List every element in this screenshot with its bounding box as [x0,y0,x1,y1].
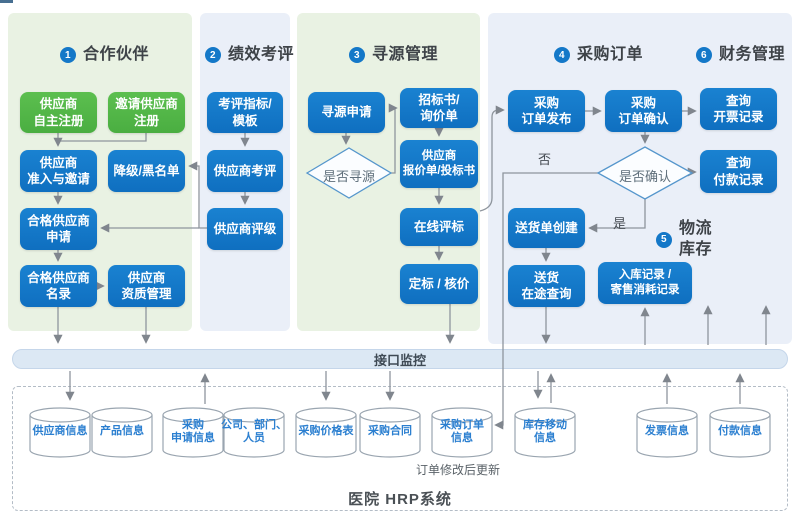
db-label-org-people: 公司、部门、 人员 [221,419,287,445]
interface-monitor-bar: 接口监控 [12,349,788,369]
db-label-stock-move: 库存移动 信息 [523,419,567,445]
box-invite-supplier-register: 邀请供应商 注册 [108,92,185,133]
branch-label-yes: 是 [613,216,627,231]
box-supplier-review: 供应商考评 [207,150,283,192]
section-4-badge: 4 [554,47,570,64]
section-5-badge: 5 [656,231,672,248]
section-2-badge: 2 [205,47,221,64]
box-supplier-qualification: 供应商 资质管理 [108,265,185,307]
box-delivery-note-create: 送货单创建 [508,208,585,248]
box-supplier-self-register: 供应商 自主注册 [20,92,97,133]
box-supplier-access: 供应商 准入与邀请 [20,150,97,192]
section-3-badge: 3 [349,47,365,64]
section-1-badge: 1 [60,47,76,64]
branch-label-no: 否 [538,152,552,167]
box-kpi-template: 考评指标/ 模板 [207,92,283,133]
section-6-badge: 6 [696,47,712,64]
db-label-po-info: 采购订单 信息 [440,419,484,445]
box-supplier-rating: 供应商评级 [207,208,283,250]
box-query-invoice-records: 查询 开票记录 [700,88,777,130]
section-header-partners: 1 合作伙伴 [60,45,149,66]
box-sourcing-request: 寻源申请 [308,92,385,133]
section-2-title: 绩效考评 [228,46,295,63]
box-online-bid-eval: 在线评标 [400,208,478,246]
box-query-payment-records: 查询 付款记录 [700,150,777,193]
box-qualified-supplier-list: 合格供应商 名录 [20,265,97,307]
box-inbound-consign-records: 入库记录 / 寄售消耗记录 [598,262,692,304]
order-update-note: 订单修改后更新 [415,463,500,477]
section-6-title: 财务管理 [719,46,786,63]
db-label-supplier-info: 供应商信息 [32,425,88,437]
screenshot-artifact [0,0,13,3]
box-downgrade-blacklist: 降级/黑名单 [108,150,185,192]
interface-monitor-label: 接口监控 [373,352,426,368]
section-3-title: 寻源管理 [372,46,439,63]
section-header-finance: 6 财务管理 [696,45,785,66]
section-header-performance: 2 绩效考评 [205,45,294,66]
section-5-title: 物流 库存 [679,220,713,258]
db-label-purchase-request: 采购 申请信息 [171,419,215,445]
box-qualified-supplier-apply: 合格供应商 申请 [20,208,97,250]
section-header-purchase-order: 4 采购订单 [554,45,643,66]
box-tender-inquiry: 招标书/ 询价单 [400,88,478,128]
db-label-invoice-info: 发票信息 [645,425,689,437]
db-label-contract: 采购合同 [368,425,412,437]
box-award-pricing: 定标 / 核价 [400,264,478,304]
db-label-product-info: 产品信息 [100,425,144,437]
section-1-title: 合作伙伴 [83,46,150,63]
db-label-payment-info: 付款信息 [718,425,762,437]
hrp-system-boundary [12,386,788,511]
section-header-logistics: 5 物流 库存 [656,219,712,261]
box-po-publish: 采购 订单发布 [508,90,585,132]
decision-is-confirmed-label: 是否确认 [618,169,671,184]
hrp-system-label: 医院 HRP系统 [348,491,452,508]
section-4-title: 采购订单 [577,46,644,63]
box-supplier-quote-bid: 供应商 报价单/投标书 [400,140,478,188]
section-header-sourcing: 3 寻源管理 [349,45,438,66]
box-po-confirm: 采购 订单确认 [605,90,682,132]
db-label-price-list: 采购价格表 [298,425,354,437]
decision-is-sourcing-label: 是否寻源 [322,169,375,184]
box-delivery-transit-query: 送货 在途查询 [508,265,585,307]
